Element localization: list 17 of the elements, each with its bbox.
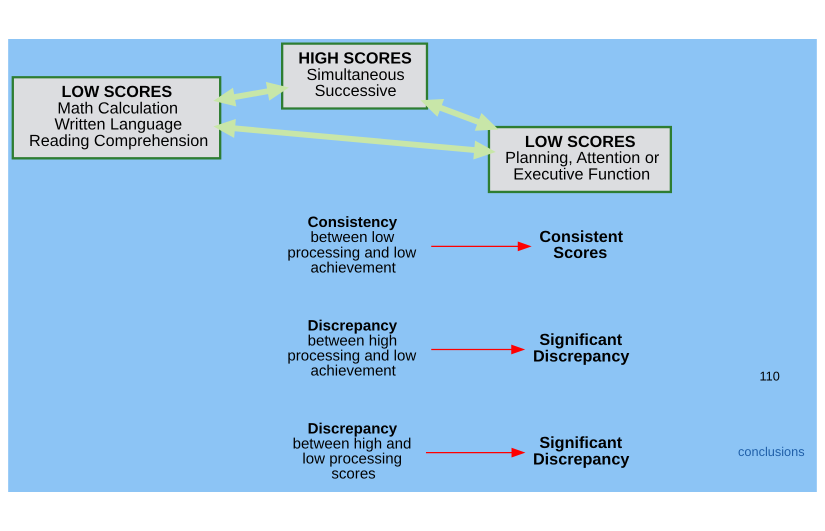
label: conclusions (738, 444, 805, 459)
node-box: HIGH SCORES Simultaneous Successive (281, 42, 428, 110)
arrow (213, 82, 289, 106)
arrow (420, 98, 498, 131)
arrow (213, 118, 496, 160)
node-text: Consistency between low processing and low achievement (287, 214, 416, 276)
node-text: Significant Discrepancy (532, 331, 630, 366)
node-box: LOW SCORES Math Calculation Written Language Reading Comprehension (12, 76, 222, 160)
node-box: LOW SCORES Planning, Attention or Executive Function (488, 126, 672, 194)
label: 110 (759, 368, 780, 384)
arrow (431, 344, 526, 354)
node-text: Consistent Scores (539, 228, 624, 262)
arrow (431, 242, 532, 252)
arrow (426, 448, 526, 458)
node-text: Discrepancy between high and low processing scores (292, 420, 412, 483)
node-text: Discrepancy between high processing and low achievement (287, 317, 416, 380)
node-text: Significant Discrepancy (532, 434, 630, 468)
